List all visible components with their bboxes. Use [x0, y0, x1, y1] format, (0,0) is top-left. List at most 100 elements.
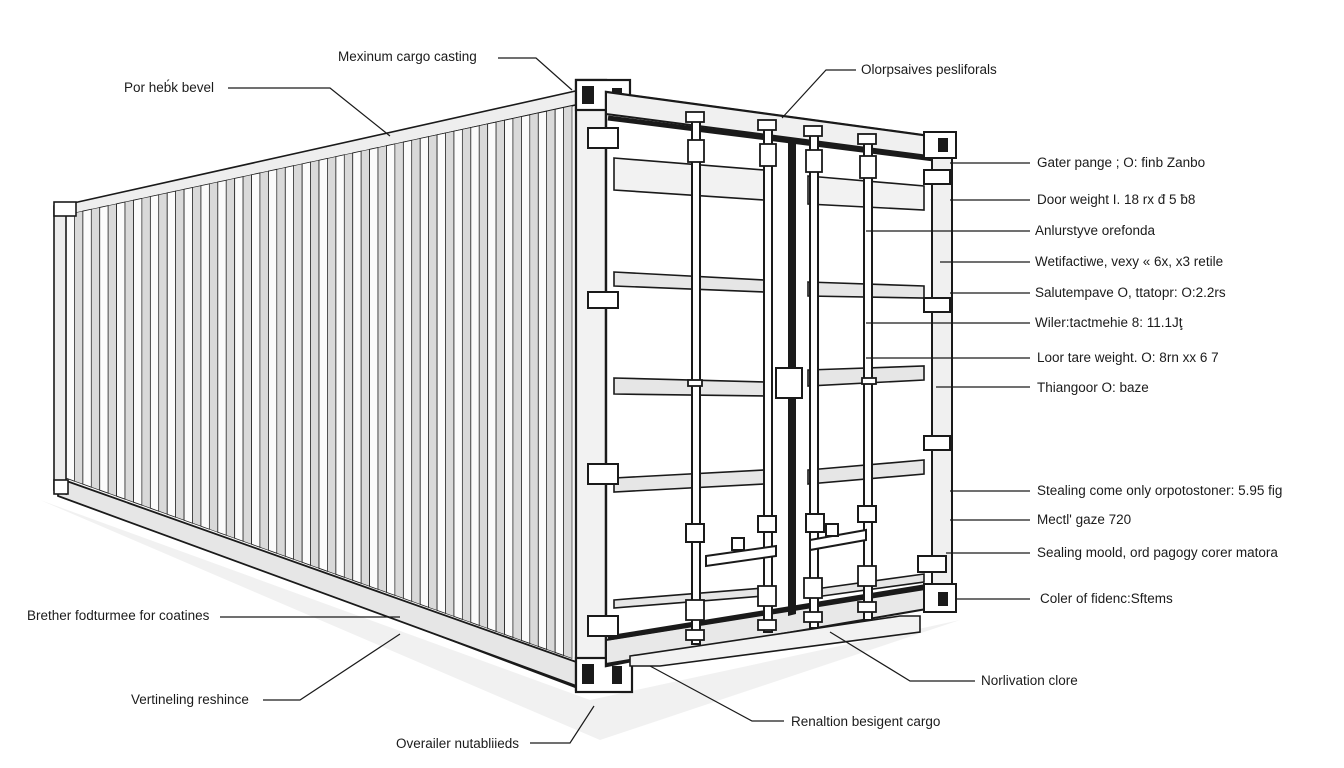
corrugation-rib-shadow: [445, 130, 455, 617]
label-coler-of-fidenc: Coler of fidenc:Sftems: [1040, 591, 1173, 606]
corrugation-rib-face: [537, 110, 548, 650]
corrugation-rib-face: [234, 176, 244, 542]
corrugation-rib-shadow: [546, 108, 556, 653]
corrugation-rib-shadow: [141, 196, 151, 509]
corrugation-rib-face: [251, 172, 261, 548]
corrugation-rib-shadow: [529, 112, 539, 647]
corrugation-rib-face: [284, 165, 295, 560]
corrugation-rib-face: [116, 201, 126, 500]
corrugation-rib-shadow: [344, 152, 354, 581]
casting-hole-icon: [938, 592, 948, 606]
corrugation-rib-face: [453, 128, 463, 620]
label-wetifactive: Wetifactiwe, vexy « 6x, x3 retile: [1035, 254, 1224, 269]
label-oloppsaives-pesliforals: Olorpsaives pesliforals: [861, 62, 997, 77]
corrugation-rib-face: [183, 186, 193, 524]
label-door-weight: Door weight I. 18 rx đ 5 ƀ8: [1037, 192, 1196, 207]
corrugation-rib-shadow: [158, 192, 168, 515]
door-handles: [685, 505, 877, 568]
casting-hole-icon: [582, 86, 594, 104]
casting-hole-icon: [582, 664, 594, 684]
corrugation-rib-shadow: [276, 167, 286, 557]
corrugation-rib-face: [554, 107, 564, 656]
door-hinges: [587, 127, 951, 637]
corrugation-rib-face: [436, 132, 446, 614]
rear-corner-post: [53, 201, 67, 496]
label-salutempave: Salutempave O, ttatopr: O:2.2rs: [1035, 285, 1226, 300]
label-mectl-gaze: Mectl' gaze 720: [1037, 512, 1132, 527]
label-stealing-come: Stealing come only orpotostoner: 5.95 fi…: [1037, 483, 1283, 498]
corrugation-rib-face: [402, 139, 413, 602]
corrugation-rib-shadow: [259, 170, 269, 551]
label-willer-tactmehie: Wiler:tactmehie 8: 11.1Jţ: [1035, 315, 1183, 330]
bottom-crossmember: [629, 615, 921, 667]
corrugation-rib-shadow: [242, 174, 252, 545]
corrugation-rib-face: [82, 208, 92, 488]
label-overailer-nutablieds: Overailer nutabliieds: [396, 736, 520, 751]
corrugation-rib-face: [166, 190, 177, 518]
corrugation-rib-shadow: [91, 207, 101, 491]
corrugation-rib-face: [99, 205, 109, 494]
rear-corner-casting-bottom: [53, 479, 69, 495]
corrugation-rib-shadow: [394, 141, 404, 599]
bar-brackets: [685, 111, 877, 641]
corrugation-rib-face: [217, 179, 227, 536]
corrugation-rib-face: [268, 168, 278, 554]
corrugation-rib-face: [386, 143, 396, 596]
label-thiangoor: Thiangoor O: baze: [1037, 380, 1149, 395]
corrugation-rib-face: [419, 136, 430, 608]
label-maximum-cargo-casting: Mexinum cargo casting: [338, 49, 477, 64]
corrugation-rib-shadow: [462, 127, 472, 623]
left-door: [613, 157, 765, 609]
corrugation-rib-shadow: [209, 181, 219, 533]
door-lock-box: [775, 367, 803, 399]
corrugation-rib-shadow: [478, 123, 488, 629]
label-norlivation-clore: Norlivation clore: [981, 673, 1078, 688]
corrugation-rib-shadow: [124, 199, 134, 503]
front-corner-post: [574, 78, 608, 692]
leader-lines: [220, 57, 1030, 744]
label-vertineling-reshince: Vertineling reshince: [131, 692, 249, 707]
corrugation-rib-face: [352, 150, 362, 584]
label-brether-fodturmee: Brether fodturmee for coatines: [27, 608, 210, 623]
corrugation-rib-face: [487, 121, 497, 632]
corrugation-rib-shadow: [563, 105, 573, 659]
ground-shadow: [40, 500, 960, 740]
corrugation-rib-shadow: [495, 119, 505, 635]
corrugation-rib-face: [200, 183, 210, 530]
far-corner-post: [931, 131, 953, 609]
corrugation-rib-shadow: [175, 188, 185, 521]
corrugation-rib-face: [149, 194, 160, 512]
corrugation-rib-shadow: [293, 163, 303, 563]
corrugation-rib-shadow: [428, 134, 438, 611]
corrugation-rib-shadow: [225, 178, 235, 539]
corrugation-rib-shadow: [327, 156, 337, 575]
corrugation-rib-shadow: [107, 203, 117, 497]
corrugation-rib-face: [369, 147, 379, 590]
corrugation-rib-face: [470, 125, 480, 626]
corrugation-rib-face: [65, 212, 75, 482]
casting-hole-icon: [612, 666, 622, 684]
label-gater-pange: Gater pange ; O: finb Zanbo: [1037, 155, 1206, 170]
corrugation-rib-shadow: [360, 148, 370, 587]
label-sealing-moold: Sealing moold, ord pagogy corer matora: [1037, 545, 1278, 560]
corrugation-rib-shadow: [512, 116, 522, 641]
label-loor-tare-weight: Loor tare weight. O: 8rn xx 6 7: [1037, 350, 1219, 365]
rear-corner-casting-top: [53, 201, 77, 217]
corrugation-rib-face: [521, 114, 531, 644]
label-renaltion-besigent: Renaltion besigent cargo: [791, 714, 941, 729]
corrugation-rib-face: [133, 197, 143, 506]
label-anlurstyve-orefonda: Anlurstyve orefonda: [1035, 223, 1156, 238]
corrugation-rib-face: [335, 154, 345, 578]
corrugation-rib-shadow: [192, 185, 202, 527]
corrugation-rib-shadow: [377, 145, 387, 593]
far-top-corner-casting: [923, 131, 957, 159]
corrugation-ribs: [65, 105, 573, 659]
corrugation-rib-face: [504, 117, 514, 638]
casting-hole-icon: [938, 138, 948, 152]
corrugation-rib-shadow: [310, 159, 320, 569]
label-por-heck-bevel: Por heb́k bevel: [124, 80, 215, 95]
corrugation-rib-face: [301, 161, 311, 566]
corrugation-rib-shadow: [411, 138, 421, 605]
